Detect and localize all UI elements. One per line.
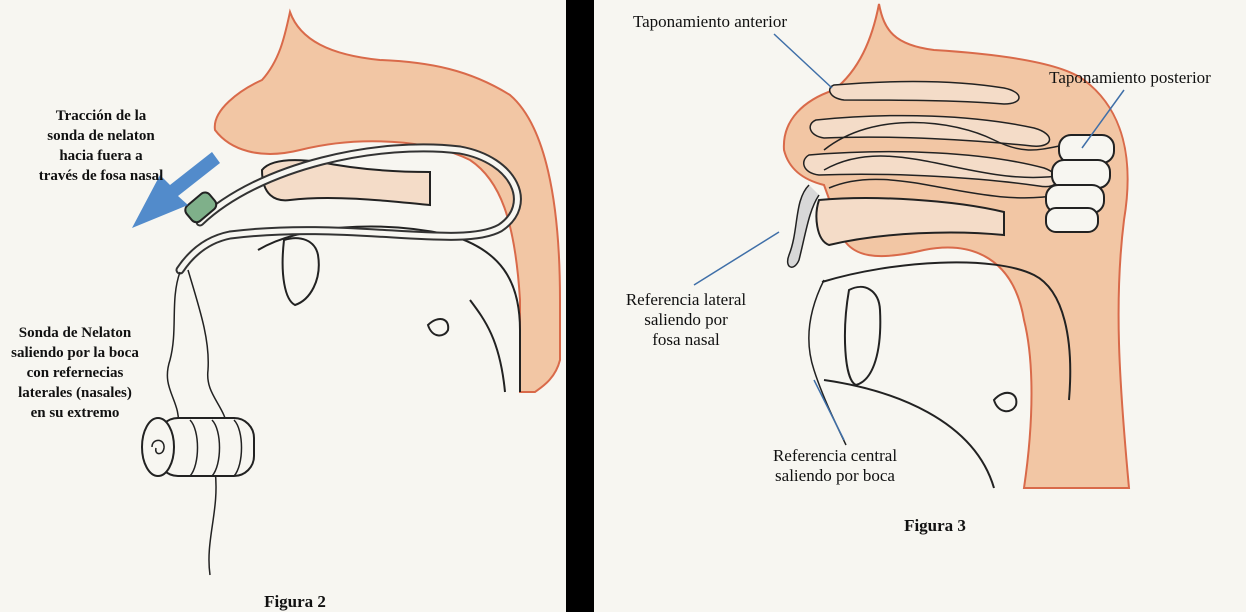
anterior-packing-label: Taponamiento anterior <box>620 12 800 32</box>
central-reference-label: Referencia central saliendo por boca <box>760 446 910 486</box>
catheter-label: Sonda de Nelaton saliendo por la boca co… <box>0 323 150 423</box>
central-leader <box>814 380 844 440</box>
figure-2-caption: Figura 2 <box>240 592 350 612</box>
central-reference-string <box>809 280 846 445</box>
epiglottis-outline <box>994 393 1016 411</box>
nelaton-tip <box>183 190 219 225</box>
figure-2-panel: Tracción de la sonda de nelaton hacia fu… <box>0 0 566 612</box>
figure-3-panel: Taponamiento anterior Taponamiento poste… <box>594 0 1246 612</box>
epiglottis-outline <box>428 319 448 336</box>
anterior-leader <box>774 34 832 88</box>
traction-label: Tracción de la sonda de nelaton hacia fu… <box>6 106 196 186</box>
gauze-roll <box>142 418 254 476</box>
gauze-string-bottom <box>209 470 216 575</box>
throat-outline <box>470 300 505 392</box>
figure-3-caption: Figura 3 <box>890 516 980 536</box>
lateral-string-left <box>167 272 180 428</box>
lateral-reference-string <box>788 185 819 267</box>
lateral-reference-label: Referencia lateral saliendo por fosa nas… <box>616 290 756 350</box>
lateral-string-right <box>188 270 228 430</box>
lateral-leader <box>694 232 779 285</box>
uvula-outline <box>845 287 880 385</box>
uvula-outline <box>283 238 319 305</box>
figure-2-illustration <box>0 0 566 612</box>
posterior-packing-label: Taponamiento posterior <box>1032 68 1228 88</box>
